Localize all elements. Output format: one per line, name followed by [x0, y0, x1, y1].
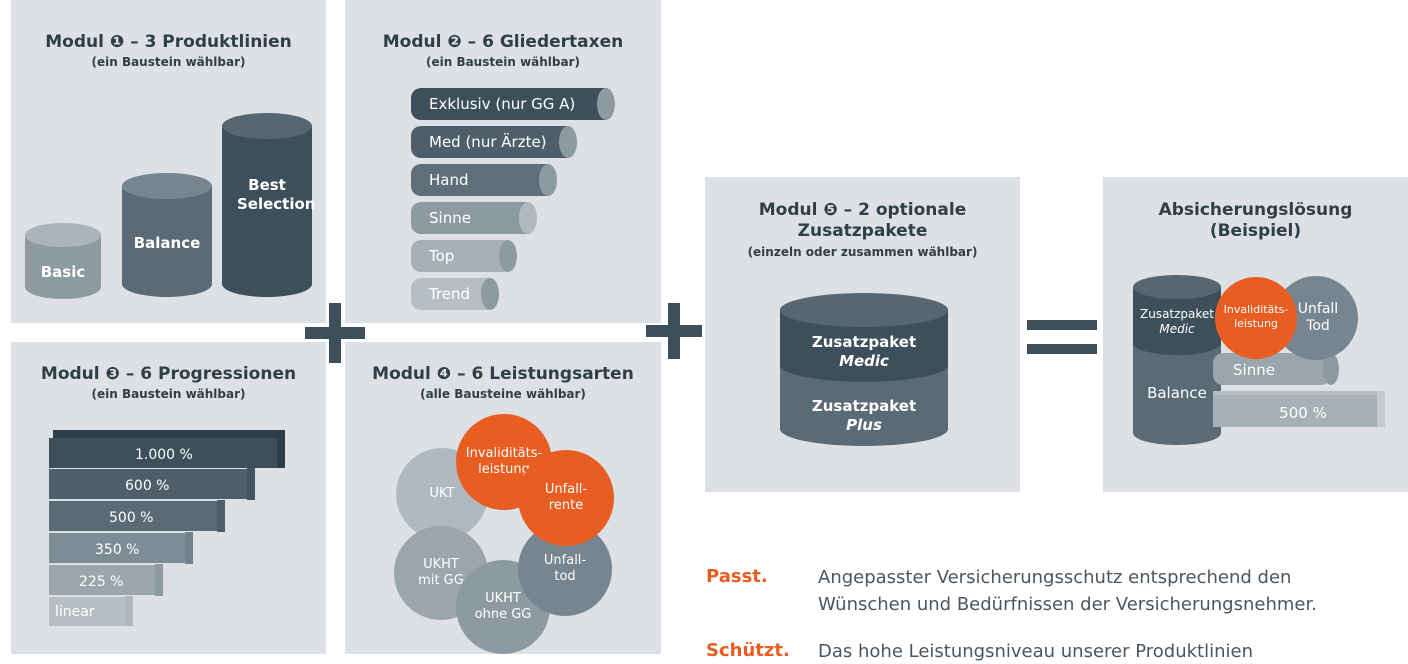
- modul1-panel: Modul ❶ – 3 Produktlinien (ein Baustein …: [11, 0, 326, 323]
- gliedertaxe-trend: Trend: [411, 278, 499, 310]
- balance-cylinder: [122, 173, 212, 297]
- modul3-panel: Modul ❸ – 6 Progressionen (ein Baustein …: [11, 342, 326, 654]
- modul2-title: Modul ❷ – 6 Gliedertaxen: [382, 32, 624, 52]
- basic-cylinder: [25, 223, 101, 299]
- modul5-title-line2: Zusatzpakete: [797, 221, 928, 241]
- modul5-title-line1: Modul ❺ – 2 optionale: [758, 200, 967, 220]
- loesung-500-label: 500 %: [1279, 404, 1327, 422]
- zusatzpakete-cylinder: [780, 293, 948, 446]
- progression-linear: linear: [55, 604, 95, 620]
- benefit-key-schuetzt: Schützt.: [706, 640, 790, 661]
- loesung-zusatzpaket-label: Zusatzpaket Medic: [1139, 307, 1214, 336]
- benefit-key-passt: Passt.: [706, 566, 768, 587]
- loesung-sinne-label: Sinne: [1233, 361, 1275, 379]
- zusatzpaket-plus-label: Zusatzpaket Plus: [811, 397, 917, 434]
- balance-label: Balance: [133, 234, 201, 252]
- loesung-balance-label: Balance: [1147, 384, 1207, 402]
- best-selection-cylinder: [222, 113, 312, 297]
- progression-350: 350 %: [95, 542, 140, 558]
- loesung-title-line2: (Beispiel): [1209, 221, 1302, 241]
- modul4-title: Modul ❹ – 6 Leistungsarten: [372, 364, 634, 384]
- gliedertaxe-exklusiv: Exklusiv (nur GG A): [411, 88, 615, 120]
- modul5-panel: Modul ❺ – 2 optionale Zusatzpakete (einz…: [705, 177, 1020, 492]
- zusatzpaket-medic-label: Zusatzpaket Medic: [811, 333, 917, 370]
- modul4-subtitle: (alle Bausteine wählbar): [420, 387, 586, 401]
- modul4-panel: Modul ❹ – 6 Leistungsarten (alle Baustei…: [345, 342, 661, 654]
- gliedertaxe-med: Med (nur Ärzte): [411, 126, 577, 158]
- circle-unfallrente: Unfall-rente: [518, 450, 614, 546]
- loesung-graphic: [1133, 275, 1385, 445]
- modul2-panel: Modul ❷ – 6 Gliedertaxen (ein Baustein w…: [345, 0, 661, 323]
- modul2-subtitle: (ein Baustein wählbar): [425, 55, 581, 69]
- equals-operator: [1027, 320, 1097, 354]
- progression-500: 500 %: [109, 510, 154, 526]
- progression-steps: [49, 430, 285, 626]
- loesung-invaliditaet-label: Invaliditäts- leistung: [1223, 303, 1289, 330]
- gliedertaxe-top: Top: [411, 240, 517, 272]
- benefit-text-passt-line1: Angepasster Versicherungsschutz entsprec…: [818, 567, 1292, 588]
- progression-225: 225 %: [79, 574, 124, 590]
- benefit-text-schuetzt-line1: Das hohe Leistungsniveau unserer Produkt…: [818, 641, 1253, 662]
- plus-operator-2: [646, 303, 702, 359]
- plus-operator-1: [305, 303, 365, 363]
- modul5-subtitle: (einzeln oder zusammen wählbar): [747, 245, 978, 259]
- modul3-subtitle: (ein Baustein wählbar): [91, 387, 246, 401]
- modul1-subtitle: (ein Baustein wählbar): [91, 55, 246, 69]
- best-selection-label: Best Selection: [237, 176, 316, 213]
- basic-label: Basic: [40, 263, 86, 281]
- progression-1000: 1.000 %: [135, 447, 193, 463]
- benefit-text-passt-line2: Wünschen und Bedürfnissen der Versicheru…: [818, 594, 1317, 615]
- loesung-unfall-tod-label: Unfall Tod: [1297, 301, 1339, 334]
- modul3-title: Modul ❸ – 6 Progressionen: [40, 364, 297, 384]
- loesung-panel: Absicherungslösung (Beispiel) Zusatzpake…: [1103, 177, 1408, 492]
- modul1-title: Modul ❶ – 3 Produktlinien: [45, 32, 292, 52]
- gliedertaxe-hand: Hand: [411, 164, 557, 196]
- progression-600: 600 %: [125, 478, 170, 494]
- loesung-title-line1: Absicherungslösung: [1158, 200, 1353, 220]
- gliedertaxe-sinne: Sinne: [411, 202, 537, 234]
